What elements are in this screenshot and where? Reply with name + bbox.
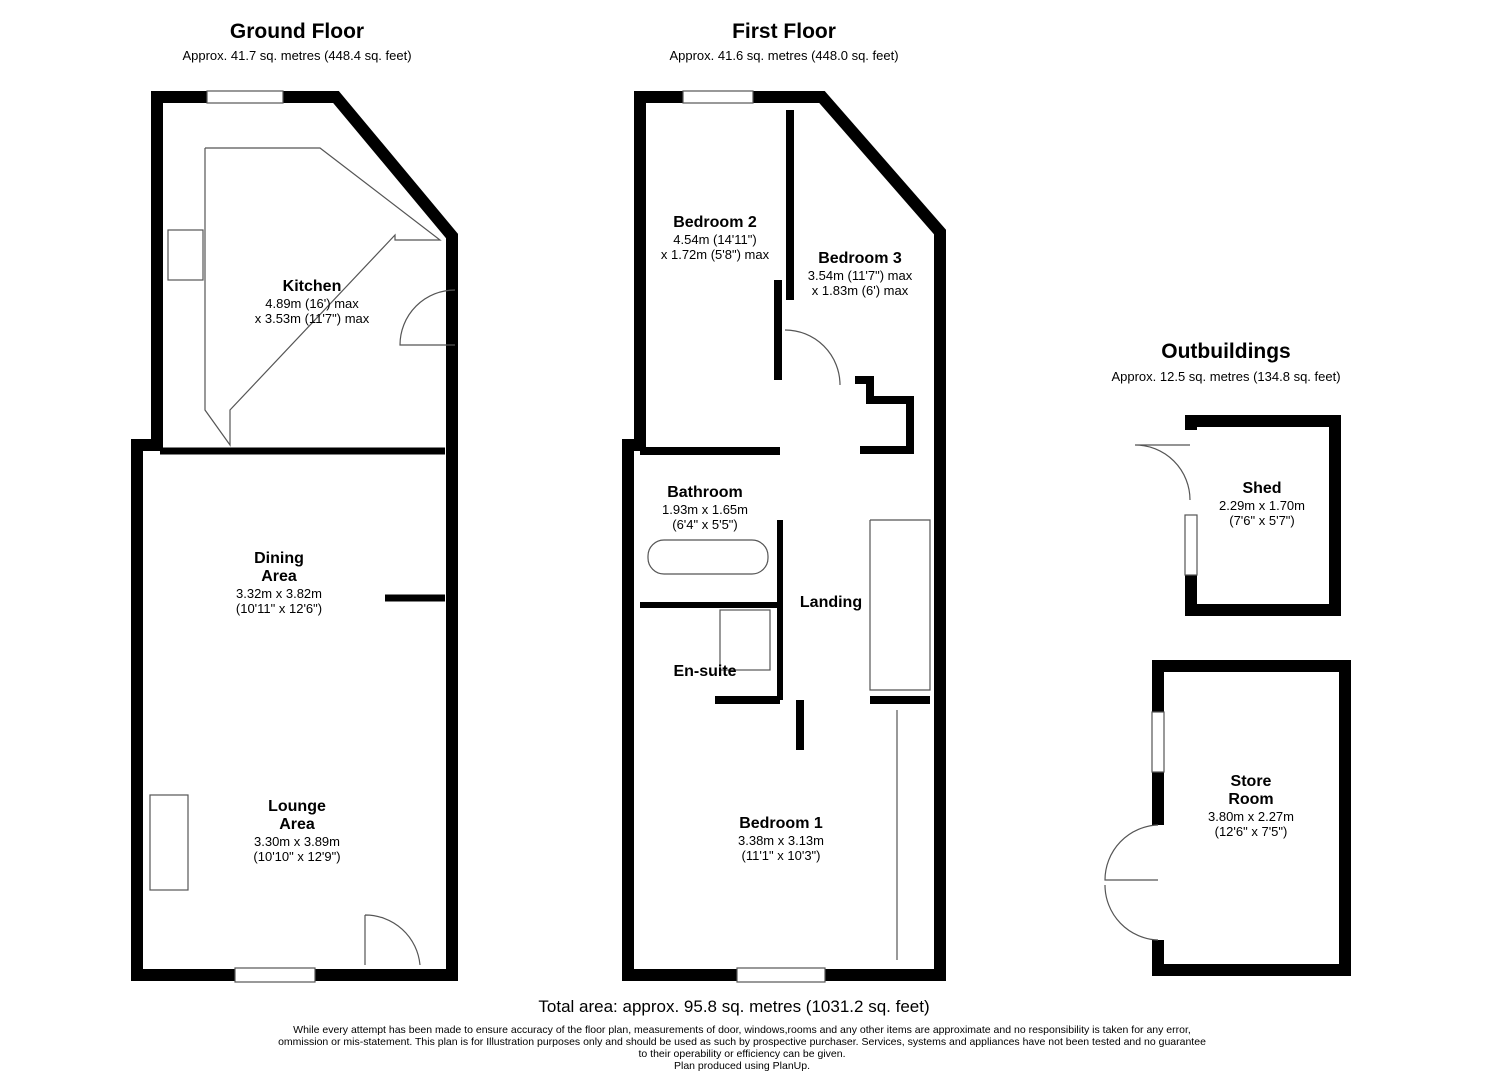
room-dining: Dining Area 3.32m x 3.82m (10'11" x 12'6… <box>236 550 322 616</box>
room-name: Store <box>1230 773 1272 790</box>
disclaimer-line: While every attempt has been made to ens… <box>293 1024 1191 1036</box>
room-name: Area <box>261 568 297 585</box>
plan-credit: Plan produced using PlanUp. <box>673 1060 811 1072</box>
room-dim: 4.54m (14'11") <box>673 232 757 247</box>
ground-floor-area: Approx. 41.7 sq. metres (448.4 sq. feet) <box>182 48 412 63</box>
room-name: Shed <box>1242 480 1282 497</box>
room-landing: Landing <box>800 594 862 612</box>
disclaimer-line: to their operability or efficiency can b… <box>638 1048 846 1060</box>
room-ensuite: En-suite <box>673 663 736 681</box>
room-shed: Shed 2.29m x 1.70m (7'6" x 5'7") <box>1219 480 1305 528</box>
outbuildings-title: Outbuildings <box>1161 340 1291 363</box>
room-dim: (6'4" x 5'5") <box>672 517 738 532</box>
room-kitchen: Kitchen 4.89m (16') max x 3.53m (11'7") … <box>255 278 370 326</box>
shed-walls <box>1185 415 1341 616</box>
ground-floor-title: Ground Floor <box>229 20 365 43</box>
room-bedroom-2: Bedroom 2 4.54m (14'11") x 1.72m (5'8") … <box>661 214 769 262</box>
room-dim: 3.32m x 3.82m <box>235 586 322 601</box>
total-area: Total area: approx. 95.8 sq. metres (103… <box>538 997 930 1016</box>
room-name: Lounge <box>268 798 326 815</box>
room-name: Bedroom 3 <box>818 250 902 267</box>
disclaimer: While every attempt has been made to ens… <box>278 1024 1206 1072</box>
room-name: Kitchen <box>282 278 342 295</box>
room-name: Bedroom 1 <box>739 815 823 832</box>
room-dim: (10'11" x 12'6") <box>235 601 323 616</box>
room-name: Landing <box>799 594 863 611</box>
room-bathroom: Bathroom 1.93m x 1.65m (6'4" x 5'5") <box>662 484 748 532</box>
room-dim: 2.29m x 1.70m <box>1219 498 1305 513</box>
store-room-walls <box>1152 660 1351 976</box>
room-dim: (7'6" x 5'7") <box>1229 513 1295 528</box>
room-dim: 3.54m (11'7") max <box>807 268 913 283</box>
room-lounge: Lounge Area 3.30m x 3.89m (10'10" x 12'9… <box>253 798 340 864</box>
ground-floor-walls <box>131 91 458 981</box>
room-bedroom-3: Bedroom 3 3.54m (11'7") max x 1.83m (6')… <box>808 250 912 298</box>
first-floor-walls <box>622 91 946 981</box>
room-dim: (11'1" x 10'3") <box>741 848 821 863</box>
room-name: En-suite <box>673 663 737 680</box>
room-name: Bathroom <box>667 484 743 501</box>
room-dim: 1.93m x 1.65m <box>662 502 748 517</box>
first-floor-title: First Floor <box>732 20 836 43</box>
first-floor-area: Approx. 41.6 sq. metres (448.0 sq. feet) <box>669 48 899 63</box>
room-dim: 3.38m x 3.13m <box>738 833 824 848</box>
room-dim: (10'10" x 12'9") <box>253 849 341 864</box>
room-bedroom-1: Bedroom 1 3.38m x 3.13m (11'1" x 10'3") <box>738 815 824 863</box>
room-dim: (12'6" x 7'5") <box>1214 824 1288 839</box>
room-store: Store Room 3.80m x 2.27m (12'6" x 7'5") <box>1208 773 1294 839</box>
room-name: Room <box>1228 791 1274 808</box>
outbuildings-area: Approx. 12.5 sq. metres (134.8 sq. feet) <box>1111 369 1341 384</box>
room-name: Area <box>279 816 315 833</box>
room-name: Dining <box>254 550 304 567</box>
room-name: Bedroom 2 <box>673 214 757 231</box>
room-dim: x 3.53m (11'7") max <box>254 311 370 326</box>
disclaimer-line: ommission or mis-statement. This plan is… <box>278 1036 1206 1048</box>
room-dim: x 1.72m (5'8") max <box>660 247 770 262</box>
room-dim: x 1.83m (6') max <box>811 283 909 298</box>
room-dim: 3.30m x 3.89m <box>254 834 340 849</box>
room-dim: 4.89m (16') max <box>265 296 359 311</box>
room-dim: 3.80m x 2.27m <box>1208 809 1294 824</box>
